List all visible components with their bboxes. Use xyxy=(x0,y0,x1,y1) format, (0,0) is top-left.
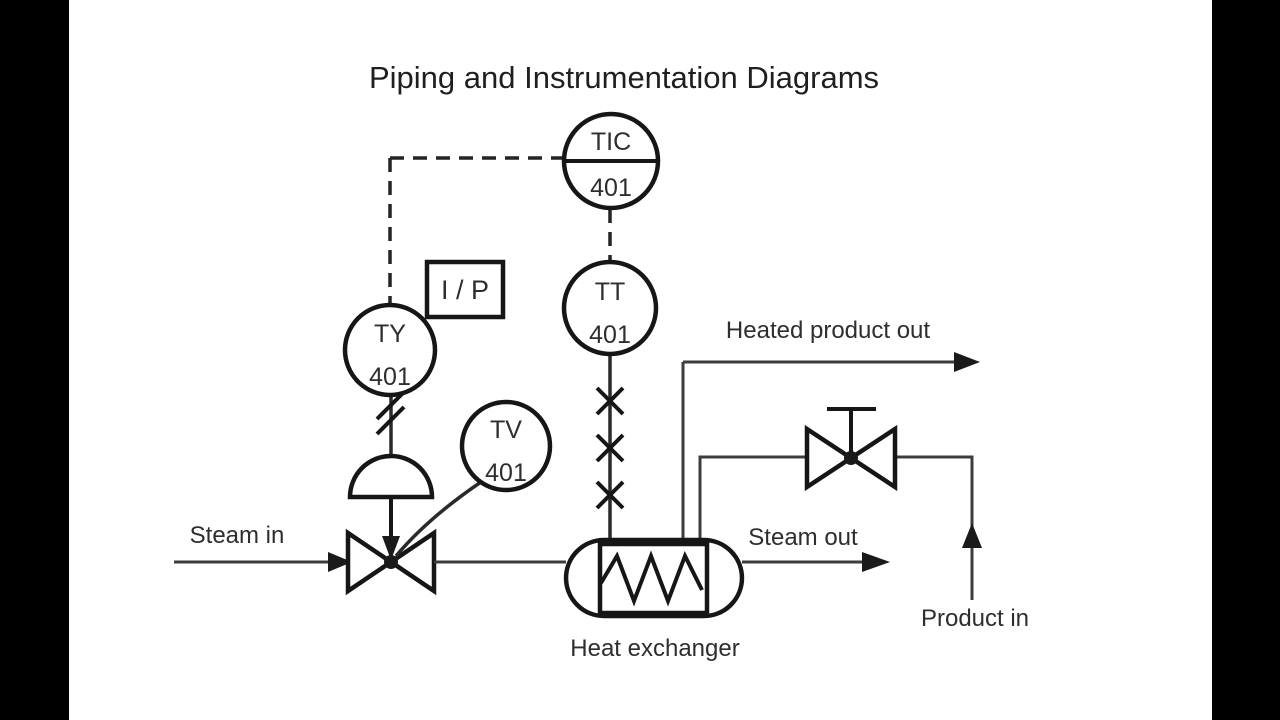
tt-loop-number: 401 xyxy=(589,321,631,349)
pneumatic-signal-line xyxy=(375,390,406,458)
tv-loop-number: 401 xyxy=(485,459,527,487)
ip-converter-label: I / P xyxy=(441,275,489,305)
tt-transmitter-symbol: TT 401 xyxy=(561,259,659,357)
heat-exchanger-coil xyxy=(599,550,704,607)
ty-relay-symbol: TY 401 xyxy=(342,302,438,398)
steam-in-arrow xyxy=(328,552,352,572)
steam-out-arrow xyxy=(862,552,890,572)
letterbox-right xyxy=(1212,0,1280,720)
letterbox-left xyxy=(0,0,69,720)
heated-product-out-line xyxy=(681,352,980,542)
steam-in-label: Steam in xyxy=(190,522,285,549)
steam-out-line xyxy=(742,552,890,572)
steam-out-label: Steam out xyxy=(748,524,858,551)
tv-leader-line xyxy=(394,480,482,558)
tic-tag: TIC xyxy=(591,128,631,156)
signal-line-tic-to-ty xyxy=(388,156,564,305)
product-in-arrow xyxy=(962,523,982,548)
tic-controller-symbol: TIC 401 xyxy=(561,111,661,211)
x-mark-3 xyxy=(595,480,625,510)
tv-valve-tag-symbol: TV 401 xyxy=(459,399,553,493)
manual-valve-symbol xyxy=(804,407,898,492)
diaphragm-actuator xyxy=(347,453,435,560)
tv-tag: TV xyxy=(490,416,522,444)
ip-converter-box: I / P xyxy=(424,259,506,320)
tt-tag: TT xyxy=(595,278,626,306)
ty-tag: TY xyxy=(374,320,406,348)
heated-product-out-arrow xyxy=(954,352,980,372)
diagram-title: Piping and Instrumentation Diagrams xyxy=(369,60,879,95)
capillary-line xyxy=(595,354,625,542)
product-pipe-to-exchanger xyxy=(698,455,807,542)
ty-loop-number: 401 xyxy=(369,363,411,391)
heated-product-out-label: Heated product out xyxy=(726,317,930,344)
x-mark-1 xyxy=(595,386,625,416)
product-in-line xyxy=(895,455,982,600)
x-mark-2 xyxy=(595,433,625,463)
control-valve-symbol xyxy=(345,528,437,596)
tic-loop-number: 401 xyxy=(590,174,632,202)
heat-exchanger-symbol xyxy=(563,537,745,619)
steam-in-line xyxy=(174,552,352,572)
heat-exchanger-label: Heat exchanger xyxy=(570,635,739,662)
product-in-label: Product in xyxy=(921,605,1029,632)
